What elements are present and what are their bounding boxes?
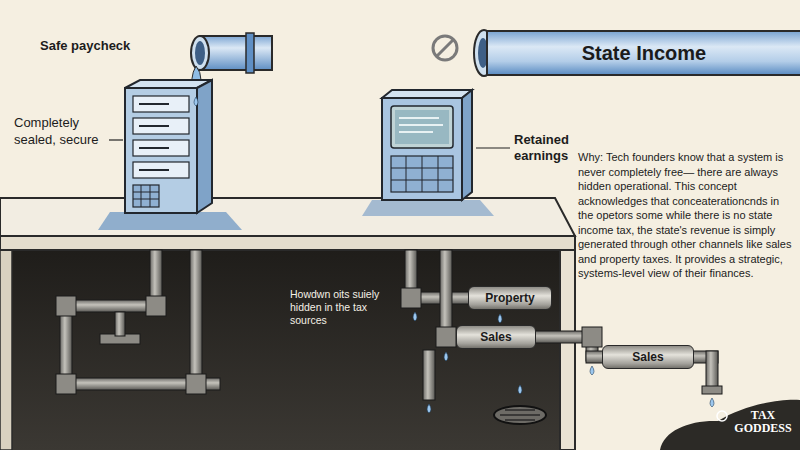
drive-slots [139,104,169,170]
pipe-label-box: Safe paycheck [40,38,160,53]
pipe-label: Sales [480,330,511,344]
pipe [115,312,125,336]
vent-grid [133,185,159,207]
pipe-opening [191,36,209,70]
callout-label: Completely sealed, secure [14,114,108,148]
no-sign-slash [437,40,453,56]
pipe-label: State Income [582,42,706,65]
terminal-shadow [362,200,494,216]
pipe-joint [186,374,206,394]
explanation-note: Why: Tech founders know that a system is… [578,150,794,281]
watermark: TAX GODDESS [730,409,796,435]
hidden-note-box: Howdwn oits suiely hidden in the tax sou… [290,288,382,327]
terminal-front [382,98,462,200]
screen-frame [391,106,453,148]
logo-mark [717,411,727,421]
pipe-joint [56,296,76,316]
explanation-note-box: Why: Tech founders know that a system is… [578,150,794,281]
pipe-label: Safe paycheck [40,38,160,53]
drain-grate [494,406,546,424]
pipe-segment: Sales [456,325,536,349]
terminal [362,90,510,216]
pipe-segment: Sales [602,345,694,369]
drip [444,352,448,361]
drip [590,366,594,375]
pipe-joint [56,374,76,394]
cabinet-side [0,250,12,450]
pipe-joint [436,327,456,347]
drip [498,314,502,323]
server-front [125,88,197,213]
callout-label: Retained earnings [514,132,584,164]
keypad-grid [391,156,453,192]
leader-line [109,139,123,140]
terminal-top [382,90,472,98]
watermark-box: TAX GODDESS [730,409,796,435]
server-shadow [98,212,242,230]
keypad [391,156,453,192]
cabinet-interior [0,250,560,450]
leader-line [476,147,510,148]
blocked-pipe [433,30,494,76]
drip [194,97,198,106]
counter [0,198,575,450]
pipe-body [200,36,272,70]
pipe [423,350,435,400]
cabinet-panel [560,250,575,450]
puddle [660,400,800,450]
pipe [706,351,718,391]
grate-lines [500,410,540,420]
callout-label-box: Completely sealed, secure [14,114,108,148]
drip [518,385,522,394]
no-sign [433,36,457,60]
pipe-hole [195,41,205,65]
pipe-label: Property [485,291,534,305]
callout-label-box: Retained earnings [514,132,584,164]
counter-edge [0,236,575,250]
pipe-label: Sales [632,350,663,364]
pipe-collar [246,33,254,73]
pipe-joint [401,288,421,308]
vent-lines [133,185,159,207]
drip [710,398,714,407]
pipe-joint [146,296,166,316]
drain [494,406,546,424]
pipe-outlet [702,386,722,394]
income-pipe: State Income [486,30,800,76]
pipe [190,250,202,390]
server [98,80,242,230]
counter-top [0,198,575,236]
server-side [197,80,212,213]
screen [395,110,449,144]
hidden-note: Howdwn oits suiely hidden in the tax sou… [290,288,382,327]
drip [413,312,417,321]
terminal-side [462,90,472,200]
pipe-joint [582,327,602,347]
pipe-segment: Property [468,286,552,310]
screen-lines [399,118,443,132]
drip [427,404,431,413]
